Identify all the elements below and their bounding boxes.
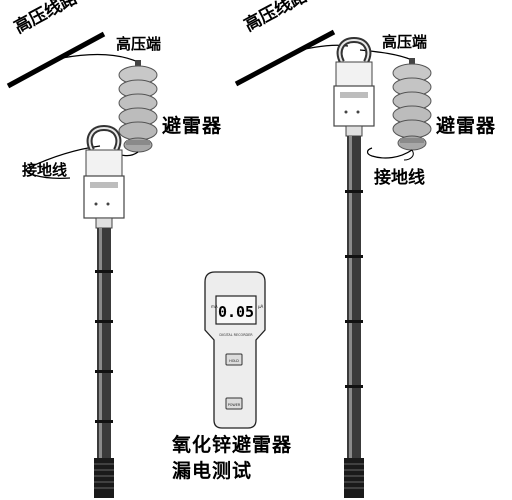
insulating-pole-left: [94, 228, 114, 498]
arrester-right: [392, 58, 432, 151]
meter-unit-right: μA: [258, 304, 264, 309]
arrester-label-right: 避雷器: [436, 115, 497, 137]
ground-wire-tail-right: [403, 149, 414, 161]
meter-brand-text: DIGITAL RECORDER: [219, 333, 253, 337]
ground-wire-label-right: 接地线: [374, 168, 425, 188]
caption-line-1: 氧化锌避雷器: [172, 434, 293, 456]
meter-power-button-label: POWER: [228, 403, 241, 407]
clamp-meter-left: [83, 124, 125, 229]
meter-unit-left: mA: [211, 304, 218, 309]
hv-line-left: [6, 31, 106, 89]
handheld-receiver: [204, 271, 266, 429]
clamp-meter-right: [333, 36, 375, 137]
meter-display-value: 0.05: [218, 303, 254, 321]
caption-line-2: 漏电测试: [172, 460, 253, 482]
hv-terminal-label-left: 高压端: [116, 35, 162, 53]
meter-hold-button-label: HOLD: [229, 359, 239, 363]
hv-line-right: [234, 29, 336, 87]
ground-wire-left: [25, 145, 101, 179]
ground-wire-label-left: 接地线: [22, 161, 68, 179]
insulating-pole-right: [344, 136, 364, 498]
clamp-to-arrester-wire-right: [359, 49, 413, 61]
hv-wire-left: [61, 53, 139, 63]
hv-terminal-label-right: 高压端: [382, 33, 428, 51]
arrester-label-left: 避雷器: [162, 115, 223, 137]
ground-wire-right: [366, 147, 413, 159]
arrester-left: [118, 60, 158, 153]
